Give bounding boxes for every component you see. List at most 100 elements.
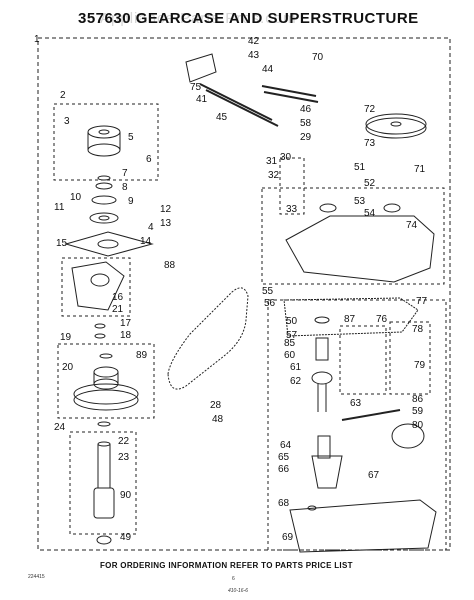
- callout-17: 17: [120, 318, 132, 329]
- callout-89: 89: [136, 350, 148, 361]
- clutch-box: [53, 103, 159, 181]
- callout-30: 30: [280, 152, 292, 163]
- callout-74: 74: [406, 220, 418, 231]
- callout-78: 78: [412, 324, 424, 335]
- gear-80: [391, 423, 425, 449]
- gearcase-box: [261, 187, 445, 285]
- callout-80: 80: [412, 420, 424, 431]
- callout-90: 90: [120, 490, 132, 501]
- callout-31: 31: [266, 156, 278, 167]
- callout-69: 69: [282, 532, 294, 543]
- handwritten-note: 410-16-6: [228, 588, 249, 594]
- ordering-note: FOR ORDERING INFORMATION REFER TO PARTS …: [100, 561, 353, 570]
- top-bracket: [185, 53, 217, 83]
- spring: [315, 337, 329, 361]
- callout-67: 67: [368, 470, 380, 481]
- box-33: [339, 325, 387, 395]
- gasket: [283, 297, 419, 337]
- callout-48: 48: [212, 414, 224, 425]
- callout-86: 86: [412, 394, 424, 405]
- shaft-housing: [93, 487, 115, 519]
- callout-51: 51: [354, 162, 366, 173]
- callout-87: 87: [344, 314, 356, 325]
- callout-14: 14: [140, 236, 152, 247]
- callout-55: 55: [262, 286, 274, 297]
- callout-85: 85: [284, 338, 296, 349]
- callout-88: 88: [164, 260, 176, 271]
- callout-33: 33: [286, 204, 298, 215]
- bracket-15: [71, 261, 125, 311]
- callout-71: 71: [414, 164, 426, 175]
- callout-57: 57: [286, 330, 298, 341]
- callout-15: 15: [56, 238, 68, 249]
- callout-29: 29: [300, 132, 312, 143]
- box-31: [279, 157, 305, 215]
- gearcase: [285, 215, 435, 283]
- callout-12: 12: [160, 204, 172, 215]
- callout-7: 7: [122, 168, 128, 179]
- callout-44: 44: [262, 64, 274, 75]
- callout-72: 72: [364, 104, 376, 115]
- callout-45: 45: [216, 112, 228, 123]
- callout-60: 60: [284, 350, 296, 361]
- callout-28: 28: [210, 400, 222, 411]
- callout-50: 50: [286, 316, 298, 327]
- outer-frame: [37, 37, 451, 551]
- callout-6: 6: [146, 154, 152, 165]
- callout-59: 59: [412, 406, 424, 417]
- watermark: Appliance Parts Pros.com: [100, 10, 297, 27]
- callout-22: 22: [118, 436, 130, 447]
- bracket-box: [61, 257, 131, 317]
- callout-13: 13: [160, 218, 172, 229]
- callout-53: 53: [354, 196, 366, 207]
- shaft-box: [69, 431, 137, 535]
- pulley-box: [57, 343, 155, 419]
- large-pulley: [365, 117, 427, 139]
- callout-58: 58: [300, 118, 312, 129]
- callout-61: 61: [290, 362, 302, 373]
- callout-19: 19: [60, 332, 72, 343]
- callout-9: 9: [128, 196, 134, 207]
- callout-68: 68: [278, 498, 290, 509]
- callout-65: 65: [278, 452, 290, 463]
- bearing-plate: [64, 231, 154, 257]
- diagram-title: 357630 GEARCASE AND SUPERSTRUCTURE: [78, 10, 419, 27]
- callout-32: 32: [268, 170, 280, 181]
- callout-66: 66: [278, 464, 290, 475]
- callout-54: 54: [364, 208, 376, 219]
- callout-73: 73: [364, 138, 376, 149]
- callout-49: 49: [120, 532, 132, 543]
- callout-77: 77: [416, 296, 428, 307]
- callout-3: 3: [64, 116, 70, 127]
- callout-5: 5: [128, 132, 134, 143]
- callout-8: 8: [122, 182, 128, 193]
- drive-pulley: [73, 389, 139, 411]
- callout-46: 46: [300, 104, 312, 115]
- callout-11: 11: [54, 202, 65, 213]
- callout-42: 42: [248, 36, 260, 47]
- callout-1: 1: [34, 34, 40, 45]
- callout-76: 76: [376, 314, 388, 325]
- box-78: [389, 321, 431, 395]
- clutch-disc-top: [87, 125, 121, 139]
- callout-16: 16: [112, 292, 124, 303]
- callout-62: 62: [290, 376, 302, 387]
- callout-43: 43: [248, 50, 260, 61]
- figure-code: 224415: [28, 574, 45, 580]
- callout-4: 4: [148, 222, 154, 233]
- callout-52: 52: [364, 178, 376, 189]
- page-mark: 6: [232, 576, 235, 582]
- callout-23: 23: [118, 452, 130, 463]
- callout-10: 10: [70, 192, 82, 203]
- callout-75: 75: [190, 82, 202, 93]
- callout-41: 41: [196, 94, 208, 105]
- callout-20: 20: [62, 362, 74, 373]
- callout-63: 63: [350, 398, 362, 409]
- lower-gearcase: [289, 499, 437, 553]
- callout-21: 21: [112, 304, 124, 315]
- drive-belt: [167, 287, 249, 390]
- callout-2: 2: [60, 90, 66, 101]
- callout-79: 79: [414, 360, 426, 371]
